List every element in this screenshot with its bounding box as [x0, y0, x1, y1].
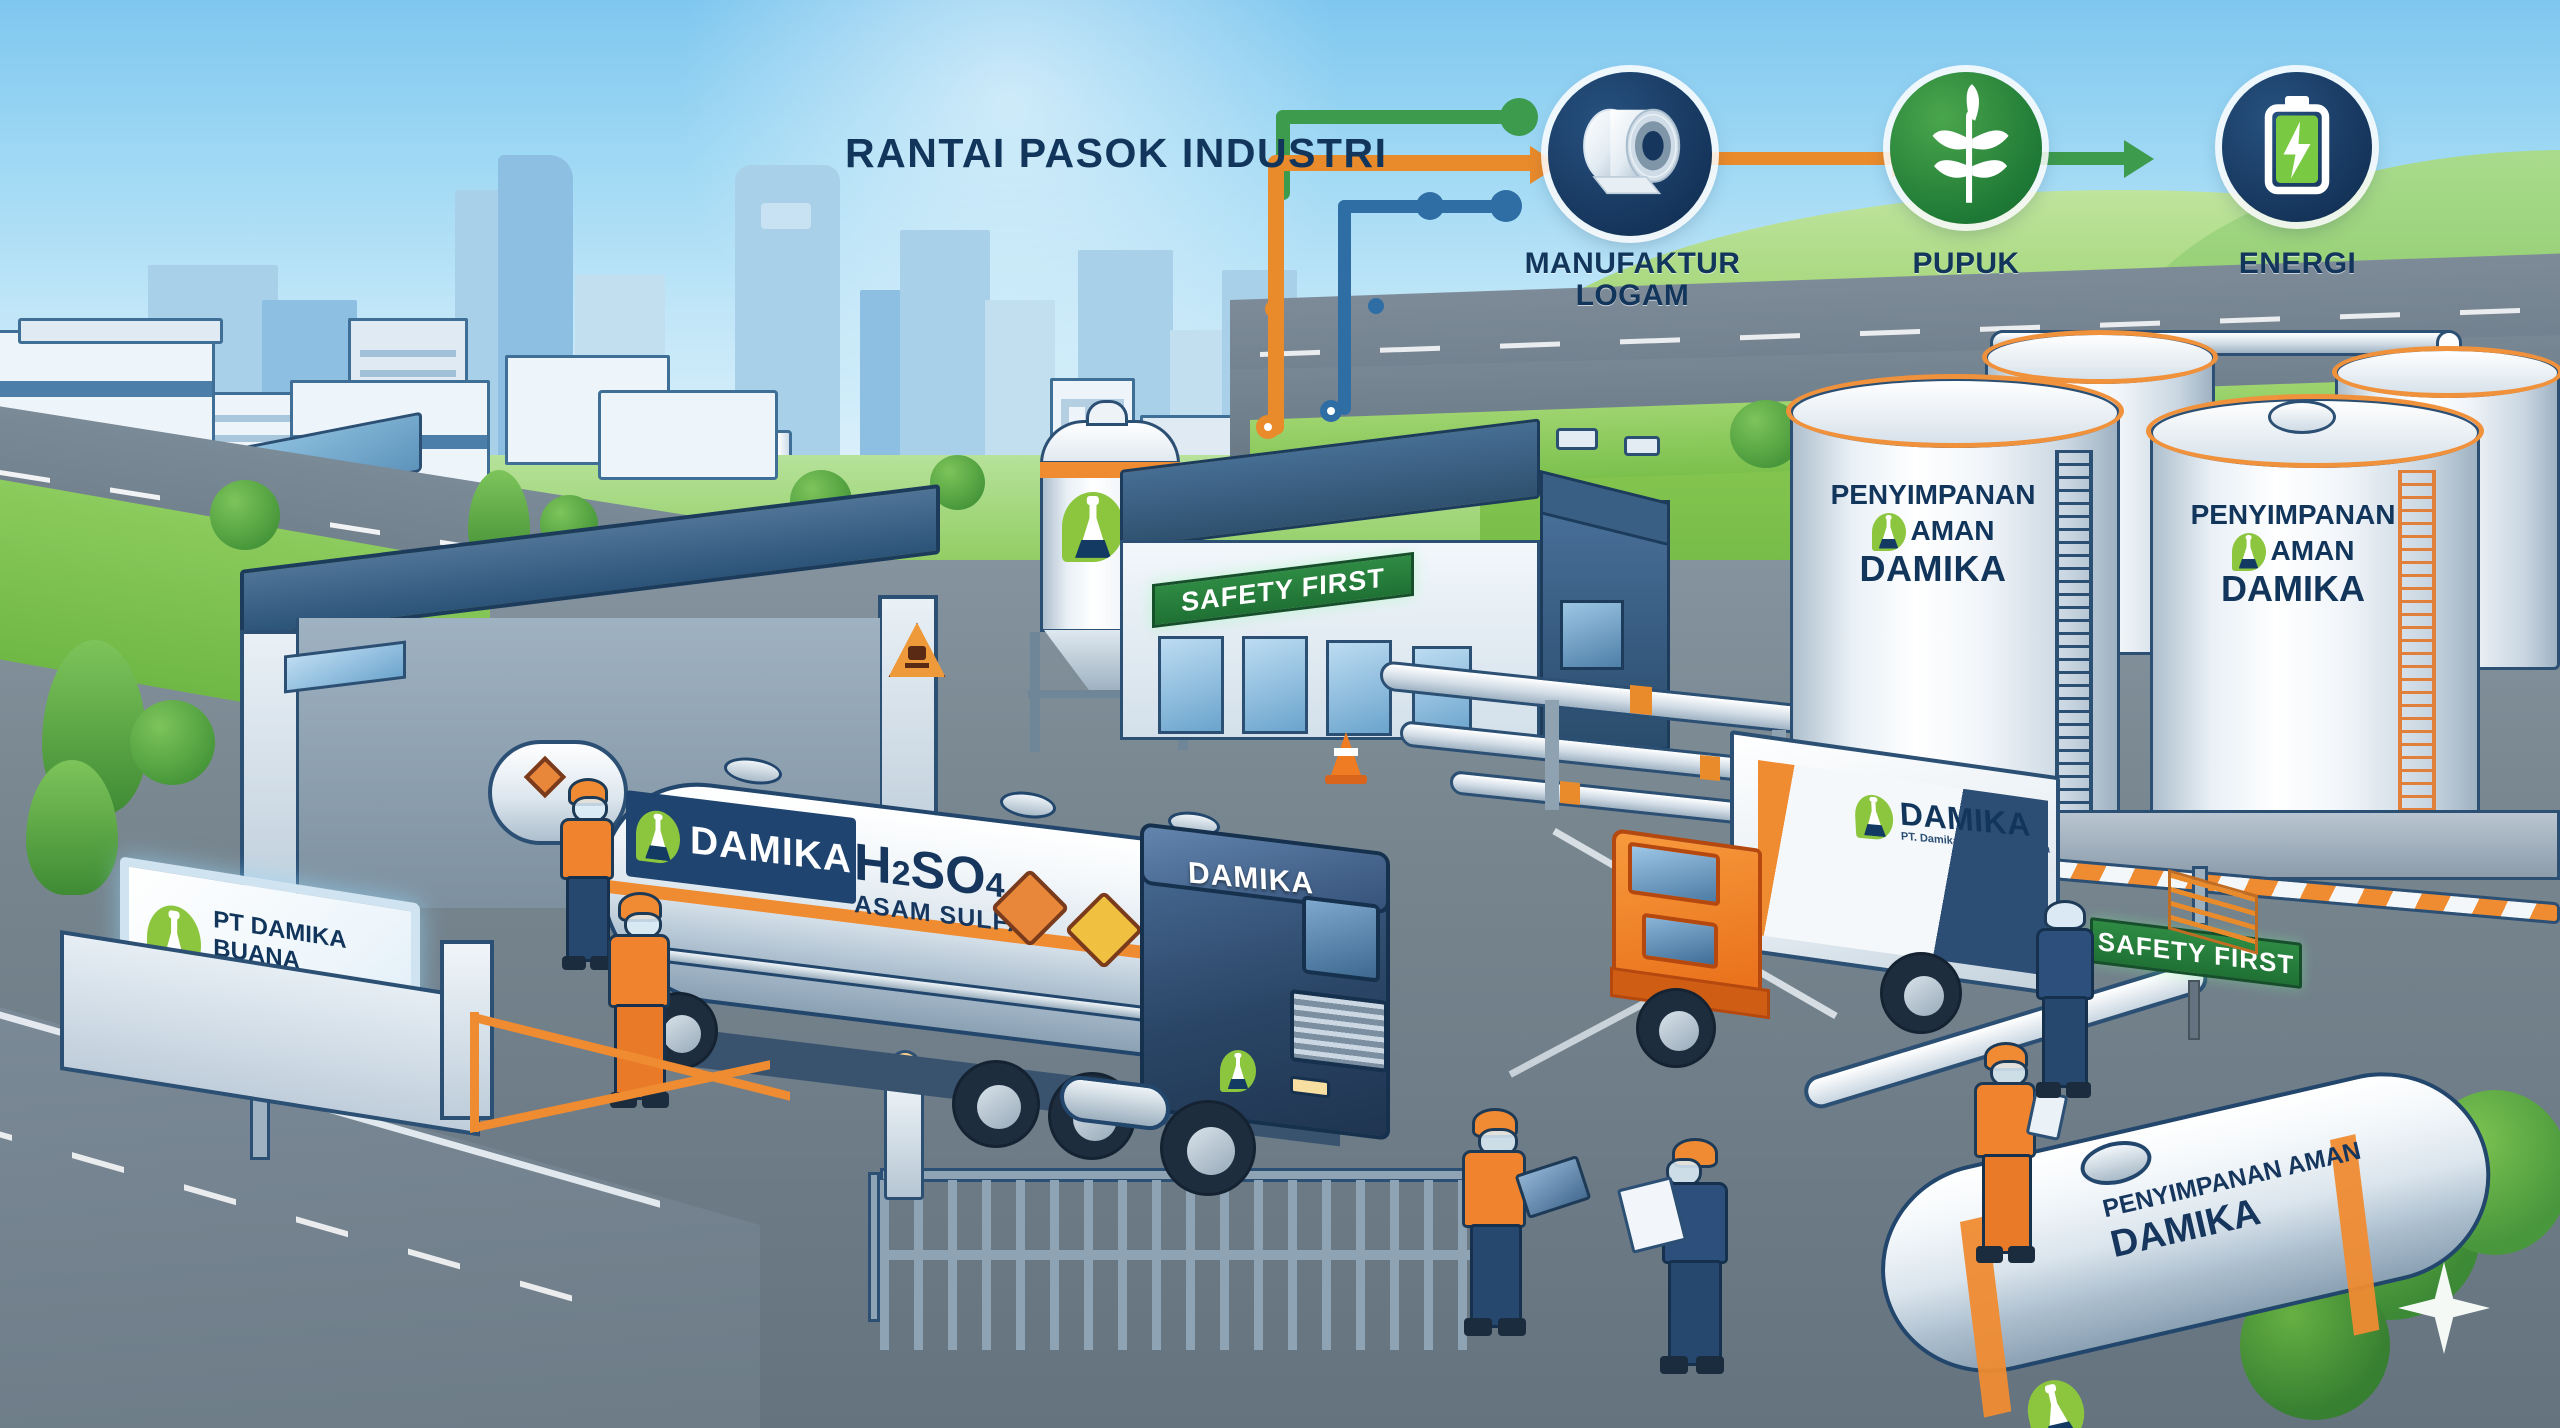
cab-windshield [1302, 895, 1380, 983]
building-window [1560, 600, 1624, 670]
building-window [1158, 636, 1224, 734]
utility-box-2 [1624, 436, 1660, 456]
flow-junction-orange [1256, 415, 1280, 439]
yard-marking-orange-2 [470, 1012, 479, 1132]
tank-label-line-1: PENYIMPANAN [1830, 479, 2036, 510]
h2so4-tanker-truck[interactable]: DAMIKA H2SO4 ASAM SULFAT [0, 70, 2560, 1196]
storage-tank-front-1-label: PENYIMPANAN AMAN DAMIKA [1808, 479, 2058, 589]
label-line-1: MANUFAKTUR [1524, 247, 1741, 280]
building-window [1326, 640, 1392, 736]
tank-damika-logo [2231, 532, 2266, 571]
tank-label-line-3: DAMIKA [2221, 567, 2365, 609]
storage-tank-front-2-label: PENYIMPANAN AMAN DAMIKA [2168, 499, 2418, 609]
utility-box [1556, 428, 1598, 450]
formula-h: H [854, 833, 892, 896]
label-line-1: ENERGI [2238, 247, 2357, 280]
tanker-brand-text: DAMIKA [690, 818, 852, 882]
supply-node-energi-label: ENERGI [2170, 248, 2425, 280]
label-line-1: PUPUK [1912, 247, 2020, 280]
formula-sub-2: 2 [891, 853, 911, 894]
battery-bolt-icon [2264, 96, 2330, 195]
tanker-damika-logo [636, 808, 680, 866]
supply-node-manufaktur-logam[interactable] [1548, 72, 1712, 236]
flow-node-green [1500, 98, 1538, 136]
page-title: RANTAI PASOK INDUSTRI [845, 130, 1388, 176]
formula-so: SO [910, 839, 986, 908]
cab-grille [1290, 988, 1388, 1074]
tank-label-line-2: AMAN [2270, 535, 2355, 567]
flow-node-blue [1490, 190, 1522, 222]
silo-damika-logo [1062, 492, 1124, 562]
wall-pillar [440, 940, 494, 1120]
tank-label-line-1: PENYIMPANAN [2190, 499, 2396, 530]
label-line-2: LOGAM [1575, 278, 1690, 312]
supply-node-pupuk-label: PUPUK [1840, 248, 2092, 280]
box-truck-damika-logo [1853, 792, 1895, 841]
supply-node-pupuk[interactable] [1890, 72, 2042, 224]
yard-sign-post [2188, 980, 2200, 1040]
tank-label-line-3: DAMIKA [1859, 547, 2007, 589]
supply-node-energi[interactable] [2222, 72, 2372, 222]
cab-damika-logo [1220, 1050, 1256, 1092]
supply-node-manufaktur-logam-label: MANUFAKTUR LOGAM [1460, 248, 1805, 311]
building-window [1242, 636, 1308, 734]
metal-coil-icon [1583, 108, 1681, 195]
gate-lamp-post [884, 1080, 924, 1200]
plant-leaf-icon [1932, 84, 2009, 203]
tank-label-line-2: AMAN [1910, 515, 1995, 547]
tank-damika-logo [1871, 512, 1906, 551]
